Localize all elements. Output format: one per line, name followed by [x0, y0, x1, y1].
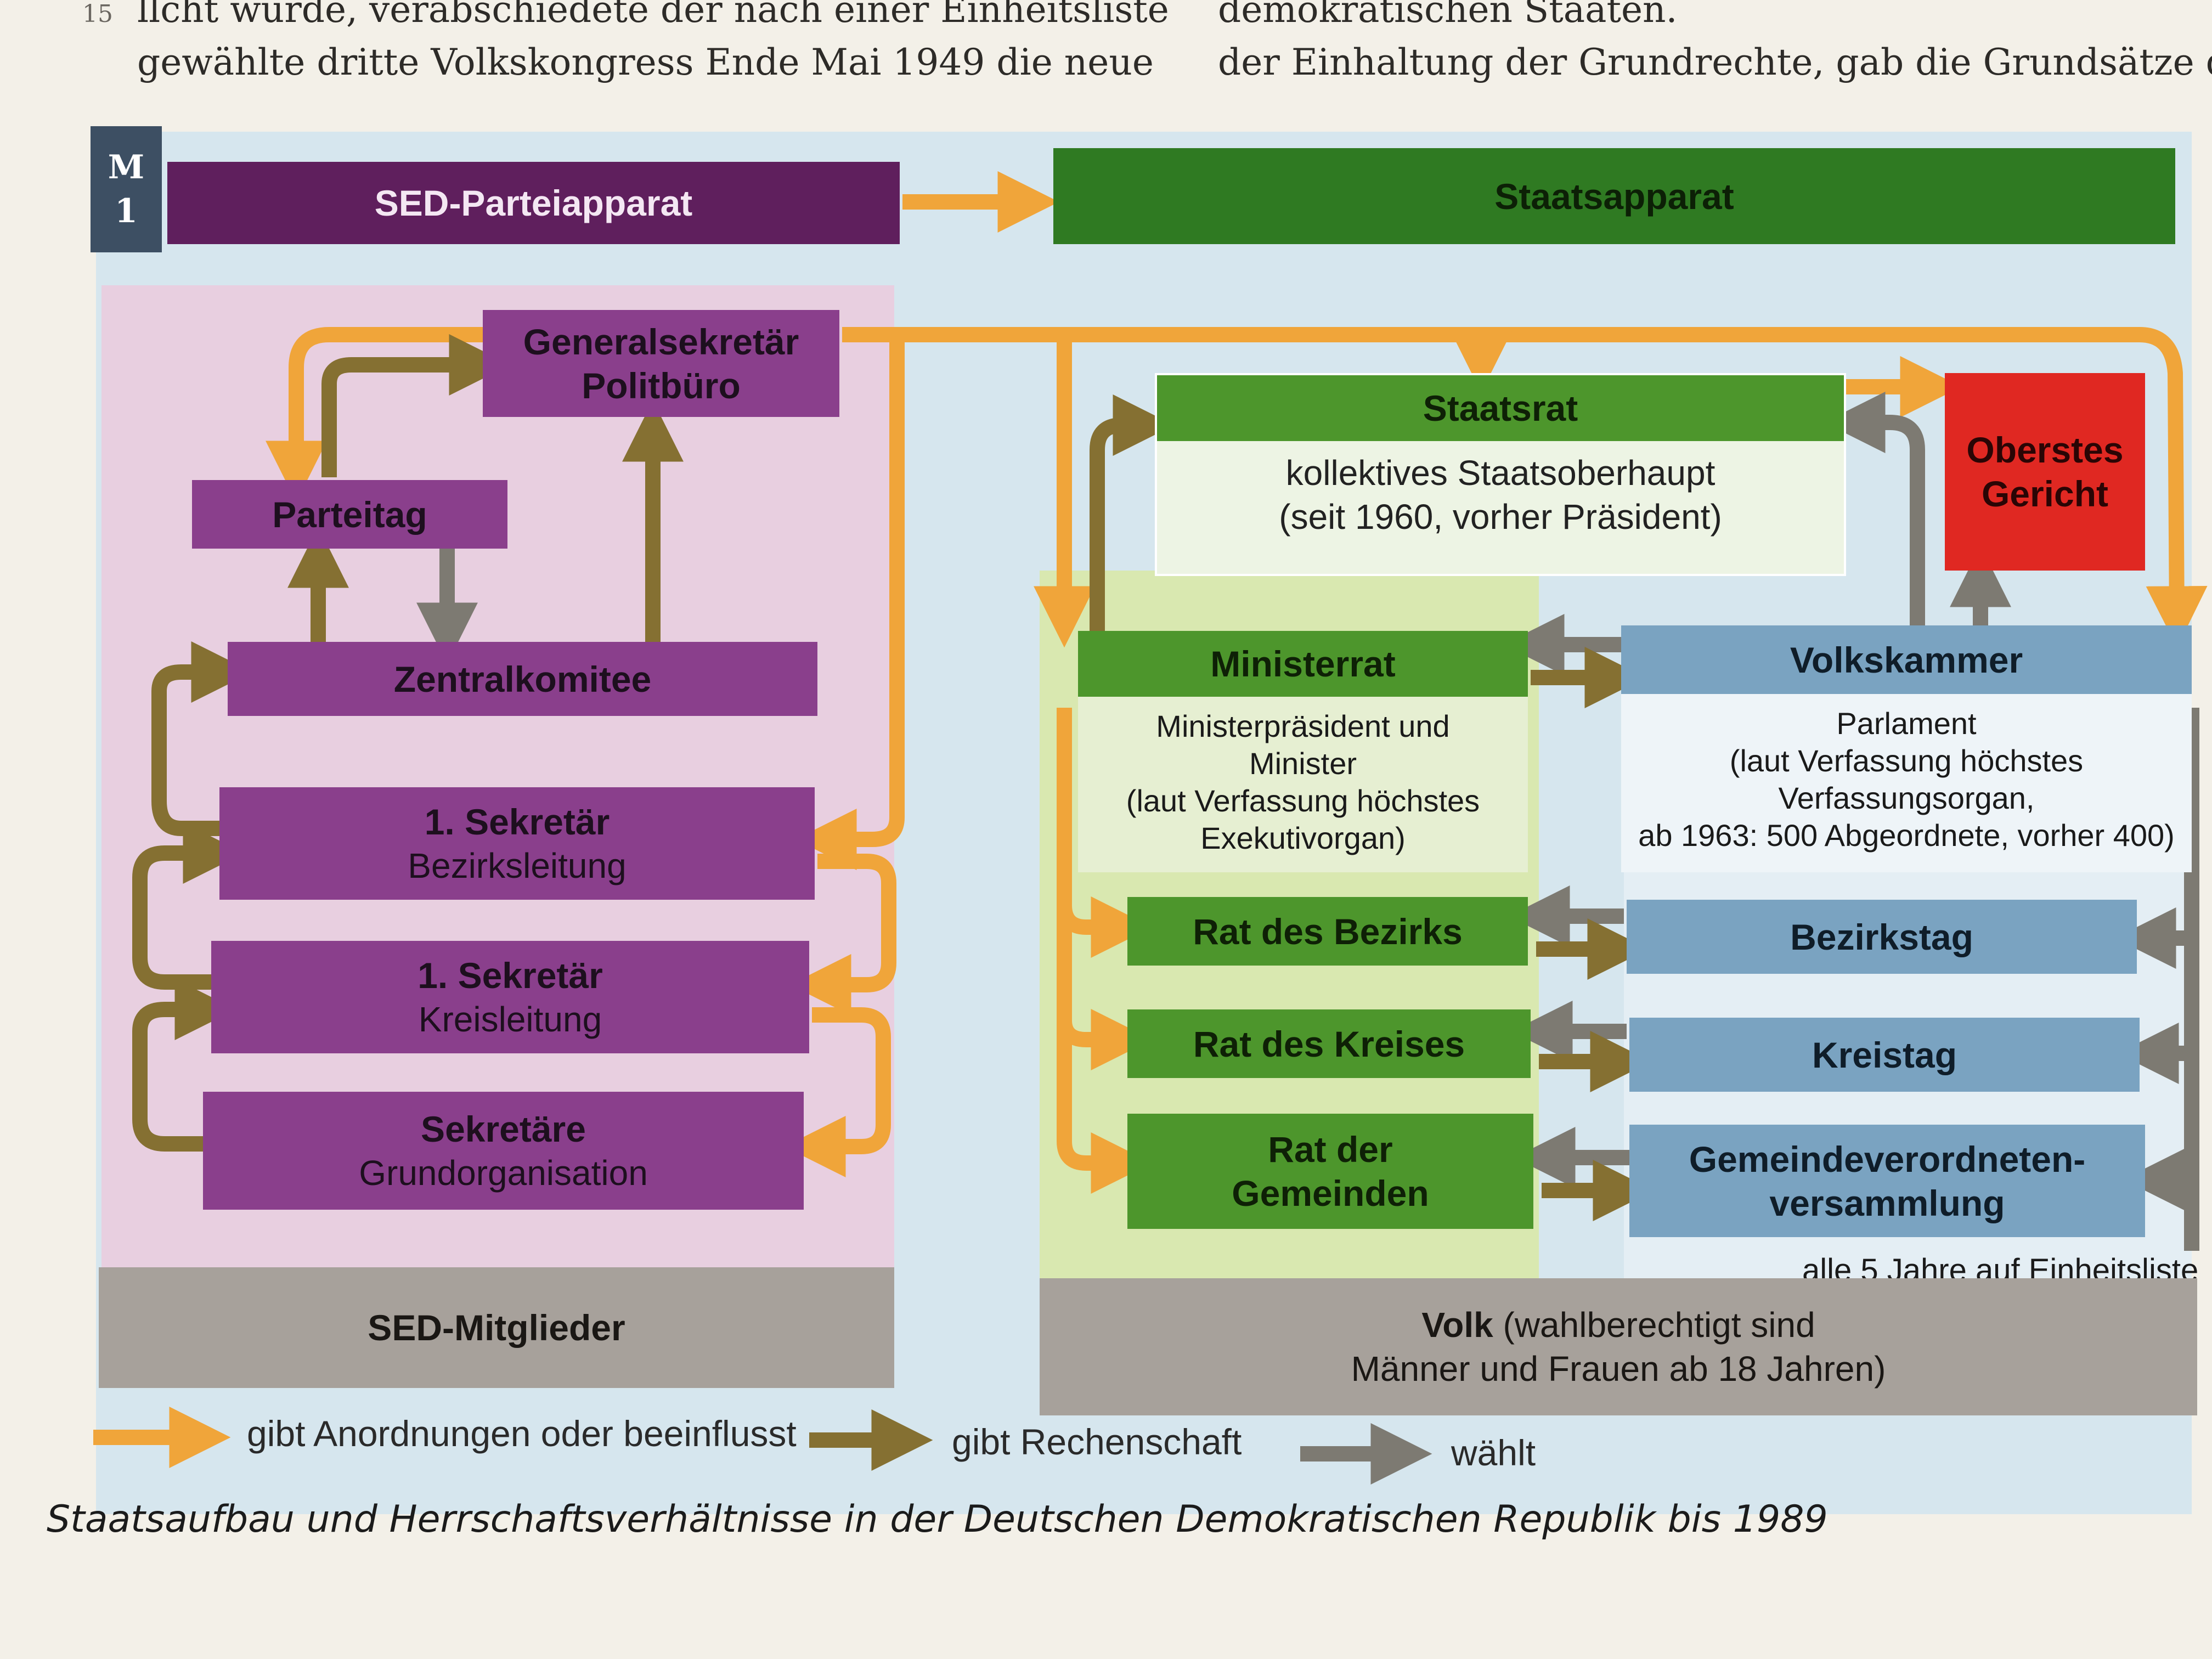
grund-line1: Sekretäre: [421, 1108, 586, 1149]
kreis-line2: Kreisleitung: [418, 999, 602, 1039]
staatsrat-sub2: (seit 1960, vorher Präsident): [1279, 497, 1722, 537]
gemeindeverordnetenversammlung-box: Gemeindeverordneten- versammlung: [1629, 1125, 2145, 1237]
header-left-line2: gewählte dritte Volkskongress Ende Mai 1…: [137, 41, 1154, 83]
volkskammer-description: Parlament (laut Verfassung höchstes Verf…: [1638, 705, 2175, 854]
arrow-grund-to-kreis: [132, 979, 236, 1152]
staatsrat-box: Staatsrat kollektives Staatsoberhaupt (s…: [1155, 373, 1846, 576]
court-line1: Oberstes: [1966, 430, 2124, 470]
rat-des-bezirks-box: Rat des Bezirks: [1127, 897, 1528, 966]
volk-box: Volk (wahlberechtigt sind Männer und Fra…: [1040, 1278, 2197, 1415]
court-line2: Gericht: [1981, 473, 2109, 514]
arrow-bezirk-to-kreis: [789, 854, 896, 1015]
staatsrat-label: Staatsrat: [1423, 388, 1578, 428]
staatsapparat-header: Staatsapparat: [1053, 148, 2175, 244]
bezirksleitung-box: 1. Sekretär Bezirksleitung: [219, 787, 815, 900]
sed-parteiapparat-header: SED-Parteiapparat: [167, 162, 900, 244]
volk-line1: Volk (wahlberechtigt sind: [1421, 1303, 1815, 1347]
rat-bezirk-label: Rat des Bezirks: [1193, 911, 1463, 952]
bezirk-line1: 1. Sekretär: [424, 801, 610, 842]
rat-gemeinden-line2: Gemeinden: [1232, 1173, 1429, 1214]
ministerrat-title: Ministerrat: [1078, 631, 1528, 697]
ministerrat-description: Ministerpräsident und Minister (laut Ver…: [1126, 708, 1480, 857]
arrow-to-rat-gemeinden: [1057, 1020, 1153, 1194]
legend-orange-label: gibt Anordnungen oder beeinflusst: [247, 1413, 797, 1454]
arrow-bezirk-to-zk: [151, 641, 253, 836]
arrow-gs-main: [842, 327, 2208, 648]
arrow-gs-to-parteitag: [266, 327, 483, 503]
volkskammer-label: Volkskammer: [1790, 639, 2023, 680]
figure-tab-number: 1: [115, 192, 138, 230]
ministerrat-sub1: Ministerpräsident und: [1156, 709, 1450, 743]
kreistag-label: Kreistag: [1812, 1034, 1957, 1075]
figure-caption: Staatsaufbau und Herrschaftsverhältnisse…: [47, 1498, 1828, 1541]
grund-line2: Grundorganisation: [359, 1153, 648, 1193]
rat-des-kreises-box: Rat des Kreises: [1127, 1009, 1531, 1078]
ministerrat-box: Ministerrat Ministerpräsident und Minist…: [1078, 631, 1528, 872]
oberstes-gericht-box: Oberstes Gericht: [1945, 373, 2145, 571]
volk-line2: Männer und Frauen ab 18 Jahren): [1351, 1349, 1886, 1389]
gemeinde-line2: versammlung: [1769, 1182, 2005, 1223]
ministerrat-sub4: Exekutivorgan): [1200, 821, 1406, 855]
bezirk-line2: Bezirksleitung: [408, 845, 627, 885]
zentralkomitee-label: Zentralkomitee: [393, 658, 652, 699]
parteitag-label: Parteitag: [272, 494, 427, 535]
header-right-line1: demokratischen Staaten.: [1218, 0, 1678, 31]
arrow-ministerrat-to-staatsrat: [1090, 394, 1175, 631]
line-number: 15: [82, 0, 113, 28]
volk-line1-rest: (wahlberechtigt sind: [1493, 1305, 1815, 1345]
parteitag-box: Parteitag: [192, 480, 507, 549]
header-right-line2: der Einhaltung der Grundrechte, gab die …: [1218, 41, 2212, 83]
header-left-line1: llcht wurde, verabschiedete der nach ein…: [137, 0, 1169, 31]
generalsekretaer-line2: Politbüro: [582, 365, 741, 406]
figure-tab-m1: M 1: [91, 126, 162, 252]
rat-kreis-label: Rat des Kreises: [1193, 1023, 1465, 1064]
grundorganisation-box: Sekretäre Grundorganisation: [203, 1092, 804, 1210]
staatsrat-title: Staatsrat: [1157, 375, 1844, 441]
volkskammer-title: Volkskammer: [1621, 625, 2192, 694]
arrow-parteitag-to-gs: [321, 334, 511, 477]
sed-mitglieder-box: SED-Mitglieder: [99, 1267, 894, 1388]
volkskammer-box: Volkskammer Parlament (laut Verfassung h…: [1621, 625, 2192, 872]
arrow-state-vertical: [795, 335, 905, 870]
legend-brown-label: gibt Rechenschaft: [952, 1421, 1242, 1462]
kreis-line1: 1. Sekretär: [417, 955, 603, 996]
staatsrat-sub1: kollektives Staatsoberhaupt: [1285, 453, 1716, 493]
volkskammer-sub3: Verfassungsorgan,: [1778, 781, 2035, 815]
arrow-kreis-to-bezirk: [132, 822, 245, 990]
legend-gray-label: wählt: [1451, 1432, 1536, 1473]
kreistag-box: Kreistag: [1629, 1018, 2140, 1092]
staatsapparat-label: Staatsapparat: [1494, 176, 1734, 217]
bezirkstag-label: Bezirkstag: [1790, 916, 1973, 957]
volk-label: Volk: [1421, 1305, 1493, 1345]
zentralkomitee-box: Zentralkomitee: [228, 642, 817, 716]
gemeinde-line1: Gemeindeverordneten-: [1689, 1138, 2086, 1180]
volkskammer-sub2: (laut Verfassung höchstes: [1729, 743, 2084, 778]
sed-parteiapparat-label: SED-Parteiapparat: [374, 183, 693, 223]
volkskammer-sub4: ab 1963: 500 Abgeordnete, vorher 400): [1638, 818, 2175, 853]
bezirkstag-box: Bezirkstag: [1627, 900, 2137, 974]
rat-der-gemeinden-box: Rat der Gemeinden: [1127, 1114, 1533, 1229]
volkskammer-sub1: Parlament: [1836, 706, 1977, 741]
generalsekretaer-line1: Generalsekretär: [523, 321, 799, 362]
rat-gemeinden-line1: Rat der: [1268, 1129, 1393, 1170]
ministerrat-sub2: Minister: [1249, 746, 1357, 781]
ministerrat-sub3: (laut Verfassung höchstes: [1126, 783, 1480, 818]
ministerrat-label: Ministerrat: [1210, 644, 1396, 684]
sed-mitglieder-label: SED-Mitglieder: [368, 1307, 625, 1348]
arrow-vk-elects-staatsrat: [1824, 392, 1925, 625]
arrow-kreis-to-grund: [784, 1007, 891, 1177]
generalsekretaer-box: Generalsekretär Politbüro: [483, 310, 839, 417]
kreisleitung-box: 1. Sekretär Kreisleitung: [211, 941, 809, 1053]
figure-tab-letter: M: [108, 148, 145, 187]
